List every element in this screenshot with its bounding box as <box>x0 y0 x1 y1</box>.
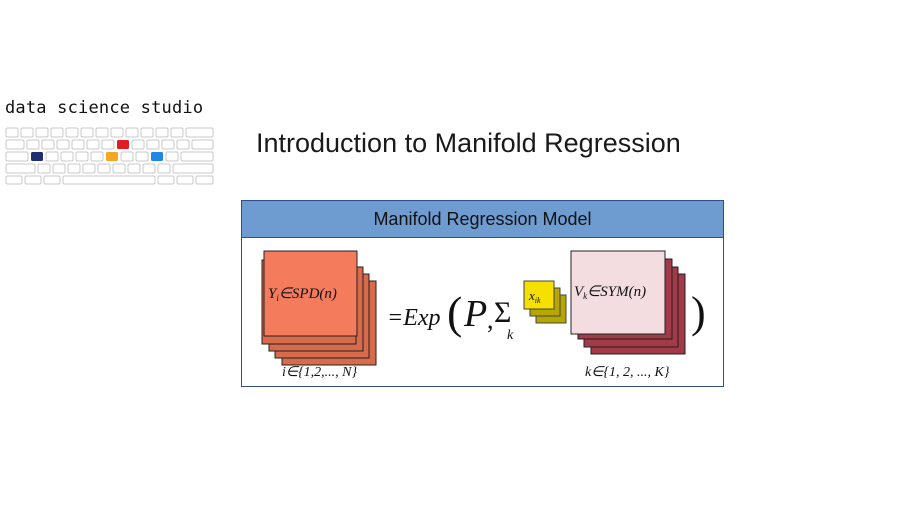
k-range: k∈{1, 2, ..., K} <box>585 365 670 380</box>
equals-exp: =Exp <box>387 305 441 331</box>
spd-matrix <box>263 250 358 337</box>
v-subscript: k <box>583 291 588 301</box>
svg-text:Yi∈SPD(n): Yi∈SPD(n) <box>268 286 337 303</box>
accent-key <box>151 152 163 161</box>
keyboard-logo-icon <box>5 127 214 185</box>
sigma-subscript: k <box>507 328 514 343</box>
x-cell <box>523 280 555 310</box>
model-panel: Manifold Regression Model Yi∈SPD(n) i∈{1… <box>241 200 724 387</box>
slide-title: Introduction to Manifold Regression <box>256 128 681 158</box>
x-stack <box>523 280 567 324</box>
svg-text:Vk∈SYM(n): Vk∈SYM(n) <box>574 284 646 301</box>
svg-text:xik: xik <box>528 288 541 305</box>
accent-key <box>117 140 129 149</box>
sym-matrix <box>570 250 666 335</box>
sigma-symbol: Σ <box>494 296 511 329</box>
accent-key <box>106 152 118 161</box>
close-paren: ) <box>691 288 706 337</box>
y-label: Y <box>268 286 278 302</box>
y-membership: ∈SPD(n) <box>279 286 337 302</box>
y-subscript: i <box>276 293 279 303</box>
accent-key <box>31 152 43 161</box>
spd-matrix-stack <box>261 250 377 366</box>
brand-logo: data science studio <box>5 98 220 185</box>
open-paren: ( <box>447 287 462 338</box>
v-membership: ∈SYM(n) <box>587 284 646 300</box>
comma: , <box>487 305 494 334</box>
p-symbol: P <box>463 293 487 335</box>
brand-name: data science studio <box>5 98 204 118</box>
v-label: V <box>574 284 585 300</box>
sym-matrix-stack <box>570 250 686 355</box>
regression-formula: Yi∈SPD(n) i∈{1,2,..., N} =Exp ( P , Σ k … <box>261 250 706 380</box>
i-range: i∈{1,2,..., N} <box>282 365 358 380</box>
x-subscript: ik <box>535 296 541 305</box>
x-label: x <box>528 288 535 303</box>
panel-header: Manifold Regression Model <box>242 201 723 238</box>
